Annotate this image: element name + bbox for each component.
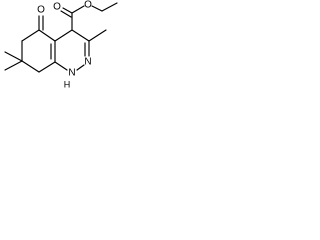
ring-n2-label: N [84, 57, 91, 68]
ketone-oxygen-label: O [37, 5, 45, 16]
bond-c7-c8 [21, 60, 40, 73]
bond-c3-methyl [88, 29, 107, 42]
bond-n1-c8a [54, 61, 68, 71]
bond-ch2-ch3 [101, 2, 118, 12]
bond-o-ch2 [91, 5, 103, 12]
ester-ether-oxygen-label: O [84, 0, 92, 11]
bond-c4-c3 [71, 29, 90, 42]
bond-c7-methyl-a [4, 51, 23, 62]
bond-ester-c-o-ether [71, 5, 85, 14]
bond-c4a-c5 [38, 29, 56, 42]
bond-c4a-c4 [54, 29, 73, 42]
bond-ester-c-o-carbonyl [62, 7, 73, 14]
bond-ester-c-o-carbonyl-double [60, 10, 72, 18]
ester-carbonyl-oxygen-label: O [53, 2, 61, 13]
bond-n2-n1 [76, 64, 85, 71]
chemical-structure-diagram: O O O N H N [4, 0, 118, 89]
bond-c8-c8a [38, 61, 56, 73]
bond-c5-c6 [21, 29, 40, 42]
bond-c7-methyl-b [4, 60, 23, 71]
nh-hydrogen-label: H [64, 79, 71, 89]
ring-n1-label: N [68, 68, 75, 79]
